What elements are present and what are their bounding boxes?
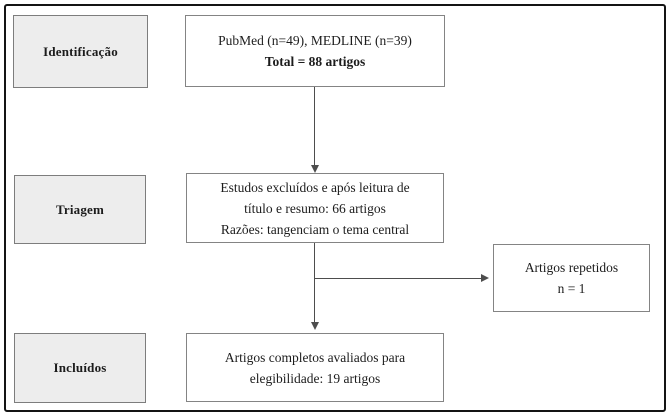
arrowhead-right-icon [481, 274, 489, 282]
stage-box-included: Incluídos [14, 333, 146, 403]
stage-box-identification: Identificação [13, 15, 148, 88]
duplicate-articles-count: n = 1 [557, 281, 586, 296]
excluded-studies-line-2: título e resumo: 66 artigos [244, 200, 386, 216]
included-articles-line-2: elegibilidade: 19 artigos [249, 370, 381, 386]
connector-screening-to-duplicates [314, 278, 482, 279]
connector-screening-to-included [314, 243, 315, 323]
duplicate-articles-line: Artigos repetidos [524, 260, 619, 275]
node-identification-sources: PubMed (n=49), MEDLINE (n=39) Total = 88… [185, 15, 445, 87]
excluded-studies-line-3: Razões: tangenciam o tema central [220, 221, 410, 237]
stage-label-included: Incluídos [53, 360, 107, 375]
arrowhead-down-icon [311, 165, 319, 173]
stage-box-screening: Triagem [14, 175, 146, 244]
identification-total-line: Total = 88 artigos [264, 54, 366, 69]
stage-label-identification: Identificação [43, 43, 118, 59]
included-articles-line-1: Artigos completos avaliados para [224, 349, 406, 365]
connector-identification-to-screening [314, 87, 315, 166]
arrowhead-down-icon [311, 322, 319, 330]
identification-sources-line: PubMed (n=49), MEDLINE (n=39) [218, 33, 412, 48]
stage-label-screening: Triagem [55, 201, 105, 217]
node-duplicate-articles: Artigos repetidos n = 1 [493, 244, 650, 312]
node-included-articles: Artigos completos avaliados para elegibi… [186, 333, 444, 402]
excluded-studies-line-1: Estudos excluídos e após leitura de [220, 179, 410, 195]
node-excluded-studies: Estudos excluídos e após leitura de títu… [186, 173, 444, 243]
